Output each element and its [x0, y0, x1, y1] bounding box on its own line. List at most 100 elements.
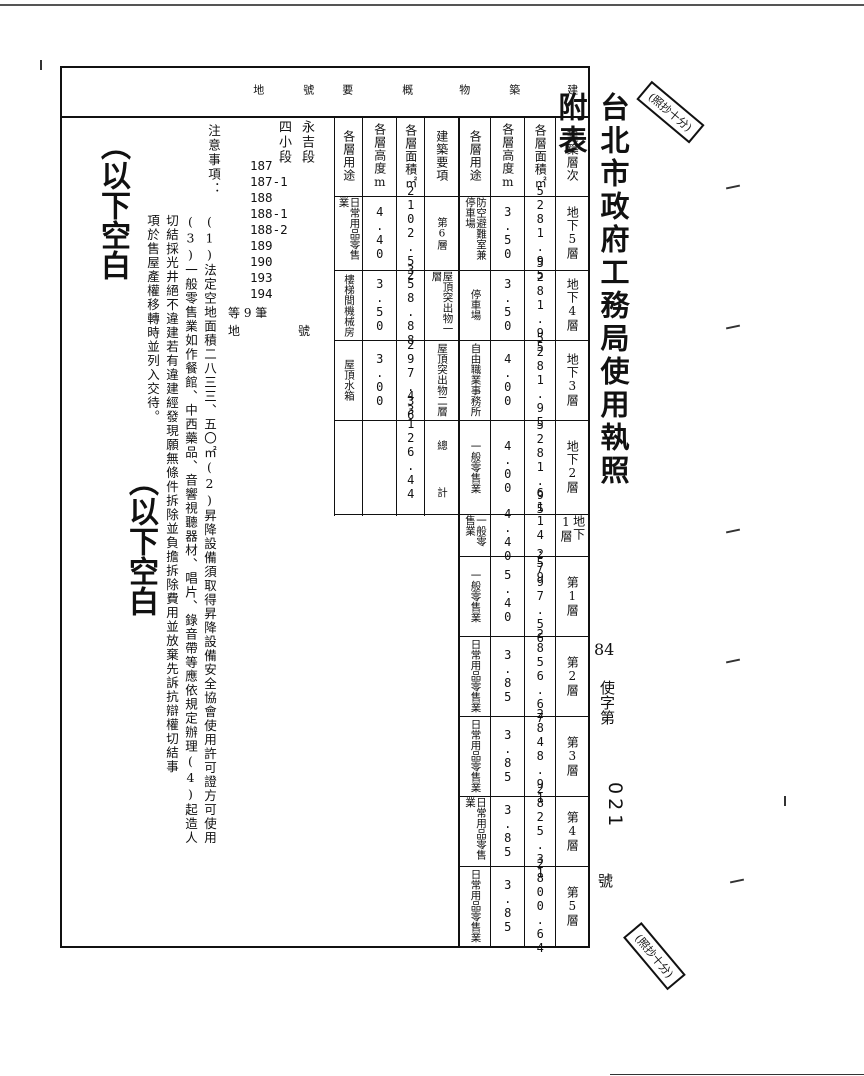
- floor-area: 2825.31: [533, 782, 548, 880]
- floor-use: 日常用品零售業: [469, 869, 482, 943]
- row-label: 建築要項: [434, 130, 449, 182]
- permit-label: 使字第: [598, 680, 616, 725]
- floor-level: 地下5層: [565, 206, 580, 260]
- lot-tail: 等 9 筆: [228, 306, 268, 320]
- floor-use: 一般零售業: [469, 569, 482, 623]
- item-area: 43126.44: [403, 389, 418, 501]
- scan-edge-mark: [610, 1074, 864, 1075]
- item-height: 3.50: [372, 277, 387, 333]
- item-use: 屋頂水箱: [343, 359, 356, 401]
- notes-heading: 注意事項：: [206, 124, 221, 197]
- note-column: 切結採光井絕不違建若有違建經發現願無條件拆除並負擔拆除費用並放棄先訴抗辯權切結事: [164, 214, 179, 774]
- scan-edge-mark: [725, 324, 741, 330]
- note-column: (1)法定空地面積二八三三、五〇㎡(2)昇降設備須取得昇降設備安全協會使用許可證…: [202, 214, 217, 845]
- floor-height: 3.85: [500, 878, 515, 934]
- grid-line: [334, 420, 588, 421]
- grid-line: [524, 116, 525, 946]
- floor-area: 5281.95: [533, 418, 548, 516]
- lot-number: 187: [250, 158, 273, 173]
- grid-line: [334, 514, 588, 515]
- grid-line: [334, 270, 588, 271]
- lot-subsection: 四小段: [276, 120, 291, 165]
- floor-level: 地下4層: [565, 278, 580, 332]
- frame-left: [60, 66, 62, 948]
- row-label: 各層面積㎡: [403, 123, 418, 189]
- header-label: 物: [457, 84, 471, 96]
- grid-line: [490, 116, 491, 946]
- grid-line: [458, 716, 588, 717]
- floor-level: 第4層: [565, 810, 580, 852]
- header-label: 要: [340, 84, 354, 96]
- item-item: 屋頂突出物二層: [436, 343, 449, 417]
- scan-edge-mark: [784, 796, 786, 806]
- scan-edge-mark: [725, 658, 741, 664]
- floor-area: 2848.91: [533, 707, 548, 805]
- floor-level: 地下1層: [559, 515, 586, 543]
- grid-line: [458, 636, 588, 637]
- floor-height: 3.50: [500, 277, 515, 333]
- header-label: 號: [301, 84, 315, 96]
- certified-copy-stamp: (照抄十分): [623, 922, 686, 990]
- floor-height: 4.00: [500, 439, 515, 495]
- floor-use: 一般零售業: [464, 515, 488, 547]
- lot-number: 190: [250, 254, 273, 269]
- lot-number: 188: [250, 190, 273, 205]
- grid-line: [458, 796, 588, 797]
- frame-bottom: [60, 946, 590, 948]
- note-column: 項於售屋產權移轉時並列入交待。: [145, 214, 160, 424]
- item-height: [363, 421, 396, 469]
- row-label: 各層高度m: [500, 122, 515, 190]
- header-label: 建: [565, 84, 579, 96]
- floor-height: 4.00: [500, 352, 515, 408]
- floor-area: 5281.95: [533, 331, 548, 429]
- handwritten-blank-note: （以下空白: [123, 466, 158, 616]
- item-use: [335, 421, 362, 469]
- permit-prefix: 84: [594, 640, 615, 659]
- floor-height: 3.85: [500, 803, 515, 859]
- grid-line: [334, 196, 588, 197]
- lot-number: 187-1: [250, 174, 288, 189]
- grid-line: [458, 556, 588, 557]
- permit-number: 021: [604, 782, 626, 831]
- item-area: [397, 471, 424, 513]
- item-item: 第6層: [436, 216, 449, 250]
- item-item: 總: [436, 439, 449, 451]
- floor-area: 2800.64: [533, 857, 548, 955]
- floor-height: 3.85: [500, 728, 515, 784]
- floor-height: 3.85: [500, 648, 515, 704]
- grid-line: [424, 116, 425, 516]
- header-label: 築: [507, 84, 521, 96]
- frame-right: [588, 66, 590, 948]
- handwritten-blank-note: （以下空白: [95, 130, 130, 280]
- frame-top: [60, 66, 590, 68]
- floor-level: 第5層: [565, 885, 580, 927]
- item-area: 358.88: [403, 263, 418, 347]
- header-label: 地: [251, 84, 265, 96]
- row-label: 各層用途: [468, 130, 483, 182]
- floor-use: 一般零售業: [469, 440, 482, 494]
- floor-height: 5.40: [500, 568, 515, 624]
- row-label: 各層高度m: [372, 122, 387, 190]
- floor-area: 2797.56: [533, 547, 548, 645]
- row-label: 建築層次: [565, 130, 580, 182]
- page-title: 台北市政府工務局使用執照附表: [554, 92, 630, 488]
- header-label: 概: [400, 84, 414, 96]
- item-use: [335, 471, 362, 513]
- floor-use: 防空避難室兼停車場: [464, 197, 488, 260]
- floor-level: 第1層: [565, 575, 580, 617]
- item-height: [363, 471, 396, 513]
- grid-line: [334, 340, 588, 341]
- header-divider: [60, 116, 590, 118]
- scan-edge-mark: [725, 528, 741, 534]
- floor-use: 日常用品零售業: [464, 797, 488, 860]
- item-use: 日常用品零售業: [337, 197, 361, 260]
- permit-suffix: 號: [598, 872, 614, 890]
- lot-tail: 號: [298, 324, 311, 338]
- grid-line: [396, 116, 397, 516]
- item-area: 297.36: [403, 338, 418, 422]
- item-item: 屋頂突出物一層: [430, 271, 454, 334]
- item-use: 樓梯間機械房: [343, 273, 356, 337]
- floor-level: 第3層: [565, 735, 580, 777]
- row-label: 各層用途: [341, 130, 356, 182]
- grid-line: [555, 116, 556, 946]
